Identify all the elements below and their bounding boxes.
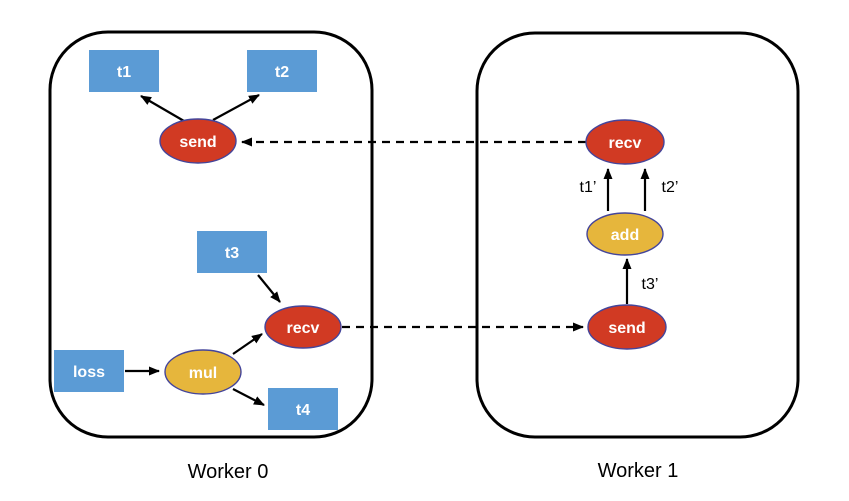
op-recv-worker1-label: recv xyxy=(609,135,642,152)
op-send-worker1-shape xyxy=(587,304,667,350)
tensor-t3: t3 xyxy=(197,231,267,273)
op-mul-worker0: mul xyxy=(164,349,242,395)
tensor-t2-rect xyxy=(247,50,317,92)
op-add-worker1-label: add xyxy=(611,227,639,244)
worker0-box xyxy=(48,30,374,439)
op-send-worker0-shape xyxy=(159,118,237,164)
tensor-t3-label: t3 xyxy=(225,245,239,262)
tensor-t2-label: t2 xyxy=(275,64,289,81)
op-add-worker1-shape xyxy=(586,212,664,256)
worker1-box xyxy=(475,31,800,439)
tensor-loss-rect xyxy=(54,350,124,392)
op-recv-worker1-shape xyxy=(585,119,665,165)
tensor-t1-rect xyxy=(89,50,159,92)
tensor-t4: t4 xyxy=(268,388,338,430)
tensor-t3-rect xyxy=(197,231,267,273)
tensor-t2: t2 xyxy=(247,50,317,92)
tensor-t4-rect xyxy=(268,388,338,430)
edge-label-t3-prime: t3’ xyxy=(642,276,659,293)
arrow-mul-to-t4 xyxy=(232,388,265,406)
op-mul-worker0-label: mul xyxy=(189,365,217,382)
worker0-caption: Worker 0 xyxy=(188,461,269,483)
op-send-worker1-label: send xyxy=(608,320,645,337)
tensor-t4-label: t4 xyxy=(296,402,310,419)
edge-label-t1-prime: t1’ xyxy=(580,179,597,196)
op-recv-worker0: recv xyxy=(264,305,342,349)
tensor-t1: t1 xyxy=(89,50,159,92)
op-recv-worker0-shape xyxy=(264,305,342,349)
arrow-send-to-t2 xyxy=(212,94,260,121)
op-send-worker0: send xyxy=(159,118,237,164)
op-recv-worker0-label: recv xyxy=(287,320,320,337)
edge-label-t2-prime: t2’ xyxy=(662,179,679,196)
arrow-mul-to-recv xyxy=(232,333,263,355)
tensor-t1-label: t1 xyxy=(117,64,131,81)
tensor-loss-label: loss xyxy=(73,364,105,381)
arrow-t3-to-recv xyxy=(257,274,281,303)
arrow-send-to-t1 xyxy=(140,95,185,122)
op-recv-worker1: recv xyxy=(585,119,665,165)
op-mul-worker0-shape xyxy=(164,349,242,395)
op-add-worker1: add xyxy=(586,212,664,256)
tensor-loss: loss xyxy=(54,350,124,392)
op-send-worker0-label: send xyxy=(179,134,216,151)
worker1-caption: Worker 1 xyxy=(598,460,679,482)
op-send-worker1: send xyxy=(587,304,667,350)
